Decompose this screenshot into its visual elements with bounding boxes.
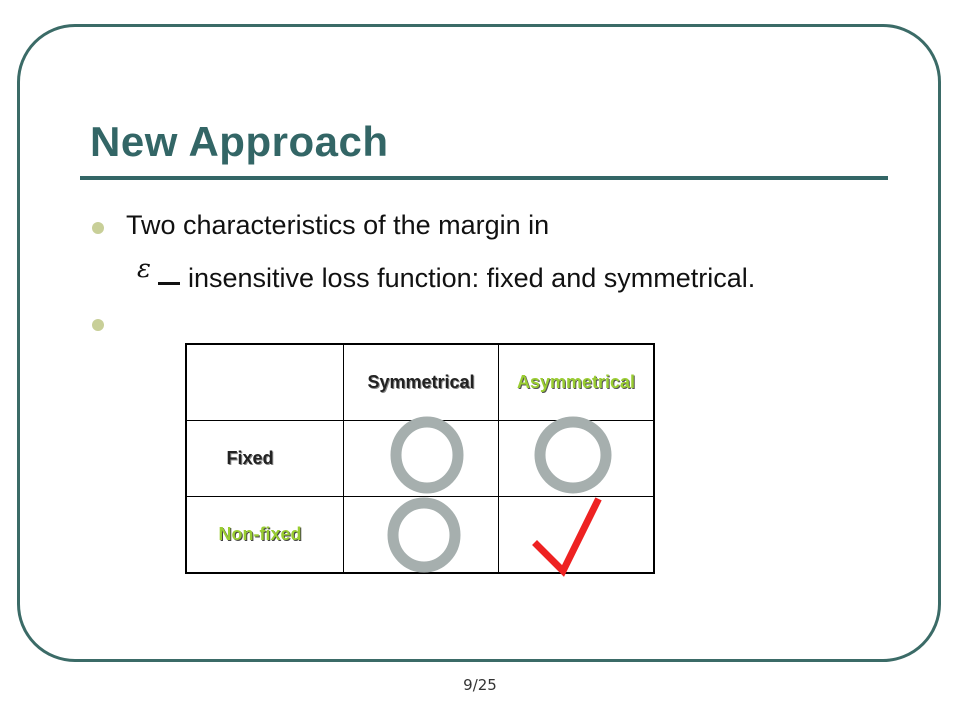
bullet-1-line-1: Two characteristics of the margin in bbox=[126, 210, 550, 240]
table-row: Symmetrical Asymmetrical bbox=[185, 343, 655, 421]
bullet-icon bbox=[92, 222, 104, 234]
header-asymmetrical: Asymmetrical bbox=[516, 372, 636, 392]
table-row-header-cell: Fixed bbox=[185, 420, 344, 497]
bullet-icon bbox=[92, 319, 104, 331]
slide-frame bbox=[17, 24, 941, 662]
table-cell bbox=[343, 496, 499, 574]
table-row: Non-fixed bbox=[185, 496, 655, 574]
table-header-cell: Symmetrical bbox=[343, 343, 499, 421]
slide-title: New Approach bbox=[90, 118, 389, 165]
circle-icon bbox=[534, 416, 612, 494]
table-cell bbox=[498, 496, 655, 574]
row-label-non-fixed: Non-fixed bbox=[218, 524, 302, 544]
row-label-fixed: Fixed bbox=[226, 448, 274, 468]
bullet-1-line-2: insensitive loss function: fixed and sym… bbox=[188, 263, 756, 293]
header-symmetrical: Symmetrical bbox=[367, 372, 475, 392]
circle-icon bbox=[390, 416, 464, 494]
circle-icon bbox=[387, 497, 461, 573]
comparison-table: Symmetrical Asymmetrical Fixed Non-fixed bbox=[185, 343, 655, 574]
page-number: 9/25 bbox=[463, 676, 497, 694]
table-header-cell: Asymmetrical bbox=[498, 343, 655, 421]
epsilon-symbol: ε bbox=[137, 254, 151, 284]
table-cell bbox=[498, 420, 655, 497]
title-underline bbox=[80, 176, 888, 180]
table-row: Fixed bbox=[185, 420, 655, 497]
table-row-header-cell: Non-fixed bbox=[185, 496, 344, 574]
checkmark-icon bbox=[532, 497, 602, 577]
minus-dash bbox=[158, 282, 180, 285]
